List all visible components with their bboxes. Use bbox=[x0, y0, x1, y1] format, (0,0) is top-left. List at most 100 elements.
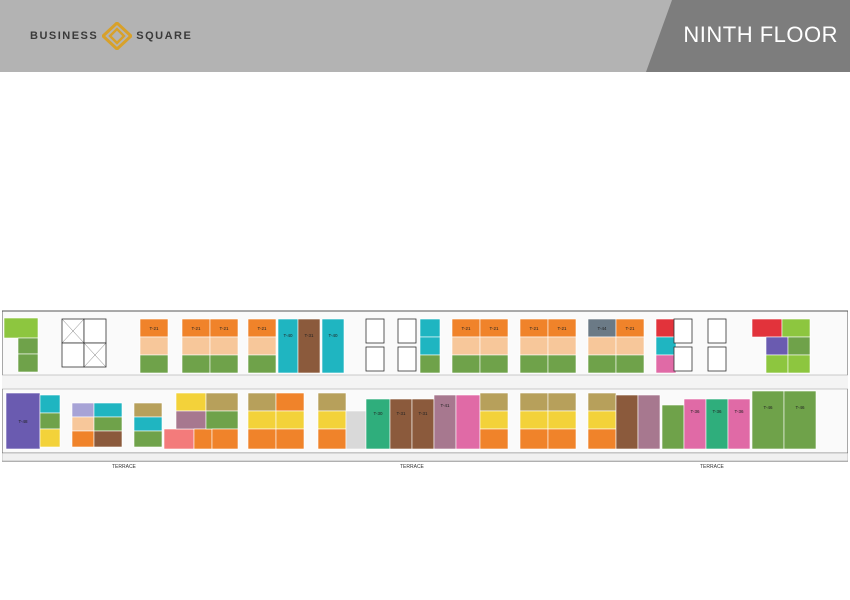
unit[interactable] bbox=[587, 392, 617, 412]
unit[interactable] bbox=[479, 354, 509, 374]
unit[interactable] bbox=[655, 318, 677, 338]
unit[interactable] bbox=[317, 428, 347, 450]
unit[interactable] bbox=[389, 398, 413, 450]
unit[interactable] bbox=[181, 336, 211, 356]
unit[interactable] bbox=[71, 430, 95, 448]
unit[interactable] bbox=[209, 354, 239, 374]
unit[interactable] bbox=[175, 392, 207, 412]
unit[interactable] bbox=[247, 392, 277, 412]
unit[interactable] bbox=[661, 404, 685, 450]
unit[interactable] bbox=[247, 410, 277, 430]
unit[interactable] bbox=[519, 428, 549, 450]
unit[interactable] bbox=[139, 354, 169, 374]
unit[interactable] bbox=[163, 428, 195, 450]
unit[interactable] bbox=[587, 410, 617, 430]
unit[interactable] bbox=[637, 394, 661, 450]
unit[interactable] bbox=[479, 336, 509, 356]
unit[interactable] bbox=[547, 392, 577, 412]
unit[interactable] bbox=[5, 392, 41, 450]
unit[interactable] bbox=[321, 318, 345, 374]
unit[interactable] bbox=[705, 398, 729, 450]
unit[interactable] bbox=[17, 353, 39, 373]
unit[interactable] bbox=[247, 428, 277, 450]
unit[interactable] bbox=[247, 354, 277, 374]
unit[interactable] bbox=[93, 416, 123, 432]
unit[interactable] bbox=[411, 398, 435, 450]
unit[interactable] bbox=[71, 402, 95, 418]
unit[interactable] bbox=[519, 410, 549, 430]
unit[interactable] bbox=[547, 336, 577, 356]
unit[interactable] bbox=[519, 336, 549, 356]
unit[interactable] bbox=[787, 354, 811, 374]
unit[interactable] bbox=[209, 336, 239, 356]
unit[interactable] bbox=[317, 410, 347, 430]
unit[interactable] bbox=[451, 354, 481, 374]
svg-text:T-36: T-36 bbox=[690, 409, 700, 414]
unit[interactable] bbox=[205, 392, 239, 412]
logo: BUSINESS SQUARE bbox=[30, 22, 192, 50]
terrace-label-3: TERRACE bbox=[700, 464, 725, 470]
unit[interactable] bbox=[655, 354, 677, 374]
unit[interactable] bbox=[205, 410, 239, 430]
unit[interactable] bbox=[587, 336, 617, 356]
unit[interactable] bbox=[297, 318, 321, 374]
unit[interactable] bbox=[547, 410, 577, 430]
unit[interactable] bbox=[275, 428, 305, 450]
unit[interactable] bbox=[133, 416, 163, 432]
unit[interactable] bbox=[519, 392, 549, 412]
unit[interactable] bbox=[765, 336, 789, 356]
unit[interactable] bbox=[39, 428, 61, 448]
unit[interactable] bbox=[547, 428, 577, 450]
unit[interactable] bbox=[275, 410, 305, 430]
unit[interactable] bbox=[547, 354, 577, 374]
unit[interactable] bbox=[17, 337, 39, 355]
unit[interactable] bbox=[781, 318, 811, 338]
unit[interactable] bbox=[587, 354, 617, 374]
unit[interactable] bbox=[451, 336, 481, 356]
terrace-strip bbox=[2, 452, 848, 462]
unit[interactable] bbox=[787, 336, 811, 356]
svg-text:T-21: T-21 bbox=[529, 326, 539, 331]
unit[interactable] bbox=[317, 392, 347, 412]
floor-plan-drawing: T-21 T-21 T-21 T-21 T-40 T-31 T-40 T-21 … bbox=[2, 310, 848, 470]
unit[interactable] bbox=[39, 394, 61, 414]
unit[interactable] bbox=[765, 354, 789, 374]
unit[interactable] bbox=[479, 392, 509, 412]
unit[interactable] bbox=[175, 410, 207, 430]
unit[interactable] bbox=[133, 430, 163, 448]
unit[interactable] bbox=[519, 354, 549, 374]
unit[interactable] bbox=[419, 354, 441, 374]
unit[interactable] bbox=[181, 354, 211, 374]
unit[interactable] bbox=[211, 428, 239, 450]
unit[interactable] bbox=[247, 336, 277, 356]
unit[interactable] bbox=[345, 410, 367, 450]
unit[interactable] bbox=[93, 402, 123, 418]
unit[interactable] bbox=[683, 398, 707, 450]
unit[interactable] bbox=[93, 430, 123, 448]
unit[interactable] bbox=[479, 428, 509, 450]
unit[interactable] bbox=[587, 428, 617, 450]
unit[interactable] bbox=[419, 336, 441, 356]
unit[interactable] bbox=[615, 354, 645, 374]
svg-text:T-36: T-36 bbox=[734, 409, 744, 414]
unit[interactable] bbox=[193, 428, 213, 450]
unit[interactable] bbox=[275, 392, 305, 412]
unit[interactable] bbox=[751, 318, 783, 338]
unit[interactable] bbox=[615, 394, 639, 450]
unit[interactable] bbox=[39, 412, 61, 430]
svg-text:T-30: T-30 bbox=[373, 411, 383, 416]
unit[interactable] bbox=[139, 336, 169, 356]
unit[interactable] bbox=[479, 410, 509, 430]
unit[interactable] bbox=[751, 390, 785, 450]
unit[interactable] bbox=[71, 416, 95, 432]
unit[interactable] bbox=[455, 394, 481, 450]
unit[interactable] bbox=[133, 402, 163, 418]
unit[interactable] bbox=[365, 398, 391, 450]
unit[interactable] bbox=[419, 318, 441, 338]
unit[interactable] bbox=[783, 390, 817, 450]
unit[interactable] bbox=[615, 336, 645, 356]
unit[interactable] bbox=[3, 317, 39, 339]
unit[interactable] bbox=[727, 398, 751, 450]
unit[interactable] bbox=[655, 336, 677, 356]
unit[interactable] bbox=[277, 318, 299, 374]
